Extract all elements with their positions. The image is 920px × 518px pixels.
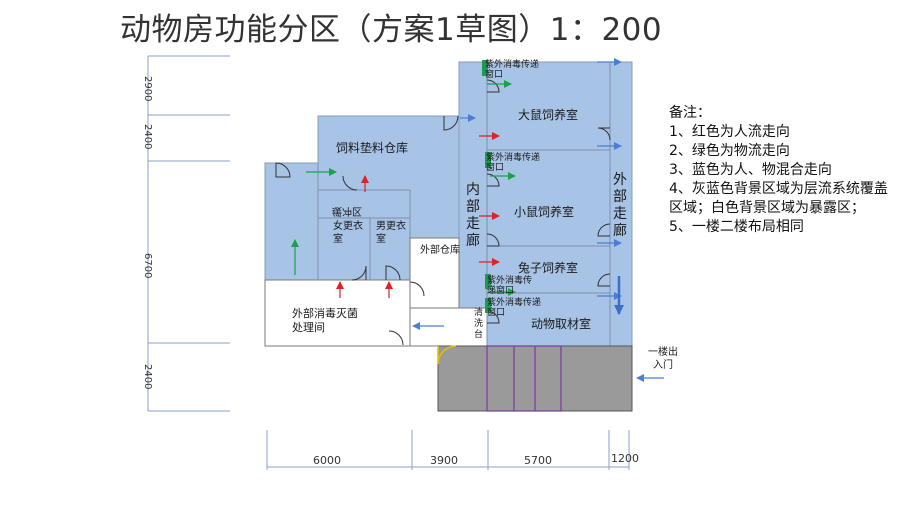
- uv-window-label: 紫外消毒传递窗口: [485, 60, 540, 80]
- disinfect-room-label: 外部消毒灭菌处理间: [292, 307, 358, 334]
- dimension-label: 5700: [524, 454, 552, 467]
- outer-warehouse-label: 外部仓库: [420, 245, 460, 256]
- buffer-zone-label: 缓冲区: [332, 205, 362, 216]
- male-locker-label: 男更衣室: [376, 221, 406, 245]
- mouse-room-label: 小鼠饲养室: [514, 205, 575, 219]
- note-item: 5、一楼二楼布局相同: [669, 219, 804, 235]
- note-item: 4、灰蓝色背景区域为层流系统覆盖区域；白色背景区域为暴露区；: [669, 181, 888, 216]
- internal-walls: [317, 62, 611, 346]
- legend-notes: 备注： 1、红色为人流走向 2、绿色为物流走向 3、蓝色为人、物混合走向 4、灰…: [669, 104, 889, 237]
- page-title: 动物房功能分区（方案1草图）1：200: [120, 12, 663, 48]
- inner-corridor-label: 内部走廊: [466, 182, 480, 249]
- uv-window-label: 紫外消毒传递窗口: [487, 298, 542, 318]
- entrance-label: 一楼出入门: [648, 347, 678, 371]
- female-locker-label: 女更衣室: [333, 221, 363, 245]
- note-item: 1、红色为人流走向: [669, 124, 790, 140]
- dimension-label: 2900: [142, 76, 153, 102]
- feed-storage-label: 饲料垫料仓库: [336, 141, 409, 155]
- dimension-label: 2400: [142, 124, 153, 150]
- material-room-label: 动物取材室: [531, 317, 592, 331]
- wash-basin-label: 清洗台: [474, 308, 484, 340]
- dimension-label: 1200: [611, 452, 639, 465]
- uv-window-label: 紫外消毒传递窗口: [487, 276, 533, 296]
- exposure-zone: [264, 237, 488, 347]
- uv-window-label: 紫外消毒传递窗口: [486, 153, 541, 173]
- people-flow-arrows: [336, 132, 500, 298]
- notes-heading: 备注：: [669, 105, 711, 121]
- horizontal-dimension-lines: [266, 430, 630, 470]
- note-item: 2、绿色为物流走向: [669, 143, 790, 159]
- dimension-label: 6700: [142, 253, 153, 279]
- dimension-label: 3900: [430, 454, 458, 467]
- material-flow-arrows: [291, 80, 516, 296]
- vertical-dimension-lines: [147, 55, 230, 412]
- entrance-hall: [437, 345, 633, 412]
- mixed-flow-arrows: [412, 58, 664, 382]
- dimension-label: 6000: [313, 454, 341, 467]
- dimension-label: 2400: [142, 364, 153, 390]
- outer-corridor-label: 外部走廊: [613, 172, 627, 239]
- rat-room-label: 大鼠饲养室: [518, 108, 579, 122]
- uv-windows: [482, 60, 491, 313]
- door-swings: [275, 79, 611, 346]
- rabbit-room-label: 兔子饲养室: [518, 261, 579, 275]
- note-item: 3、蓝色为人、物混合走向: [669, 162, 832, 178]
